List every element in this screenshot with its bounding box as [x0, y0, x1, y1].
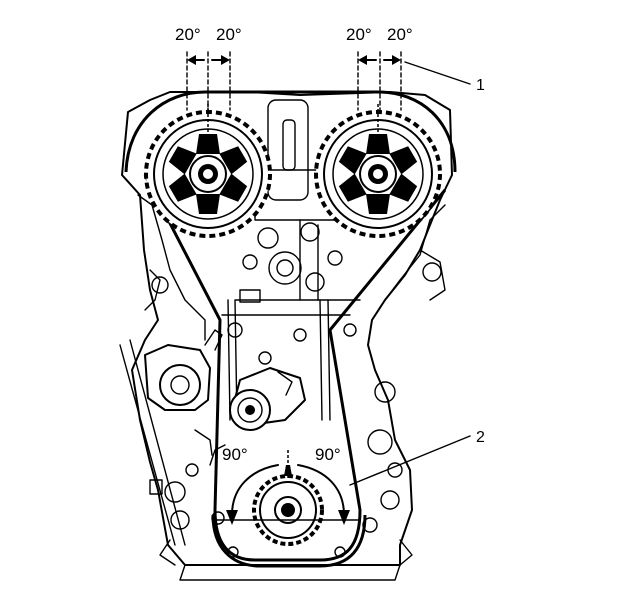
- left-cam-angle-right-label: 20°: [216, 25, 242, 44]
- crank-angle-left-label: 90°: [222, 445, 248, 464]
- right-cam-angle-arrows: [357, 51, 402, 111]
- callout-1-label: 1: [476, 77, 485, 94]
- callout-1-leader: [404, 61, 471, 85]
- crankshaft-sprocket: [252, 450, 324, 546]
- left-cam-angle-arrows: [186, 51, 231, 111]
- engine-block: [119, 91, 453, 581]
- callout-2-leader: [349, 435, 471, 486]
- right-cam-angle-left-label: 20°: [346, 25, 372, 44]
- crank-rotation-arrows: [214, 464, 361, 525]
- tensioner-pulley: [229, 367, 306, 431]
- right-camshaft-sprocket: [314, 104, 442, 238]
- right-cam-angle-right-label: 20°: [387, 25, 413, 44]
- callout-2-label: 2: [476, 429, 485, 446]
- timing-belt: [124, 90, 457, 568]
- left-cam-angle-left-label: 20°: [175, 25, 201, 44]
- crank-angle-right-label: 90°: [315, 445, 341, 464]
- water-pump-pulley: [144, 329, 223, 411]
- left-camshaft-sprocket: [144, 104, 272, 238]
